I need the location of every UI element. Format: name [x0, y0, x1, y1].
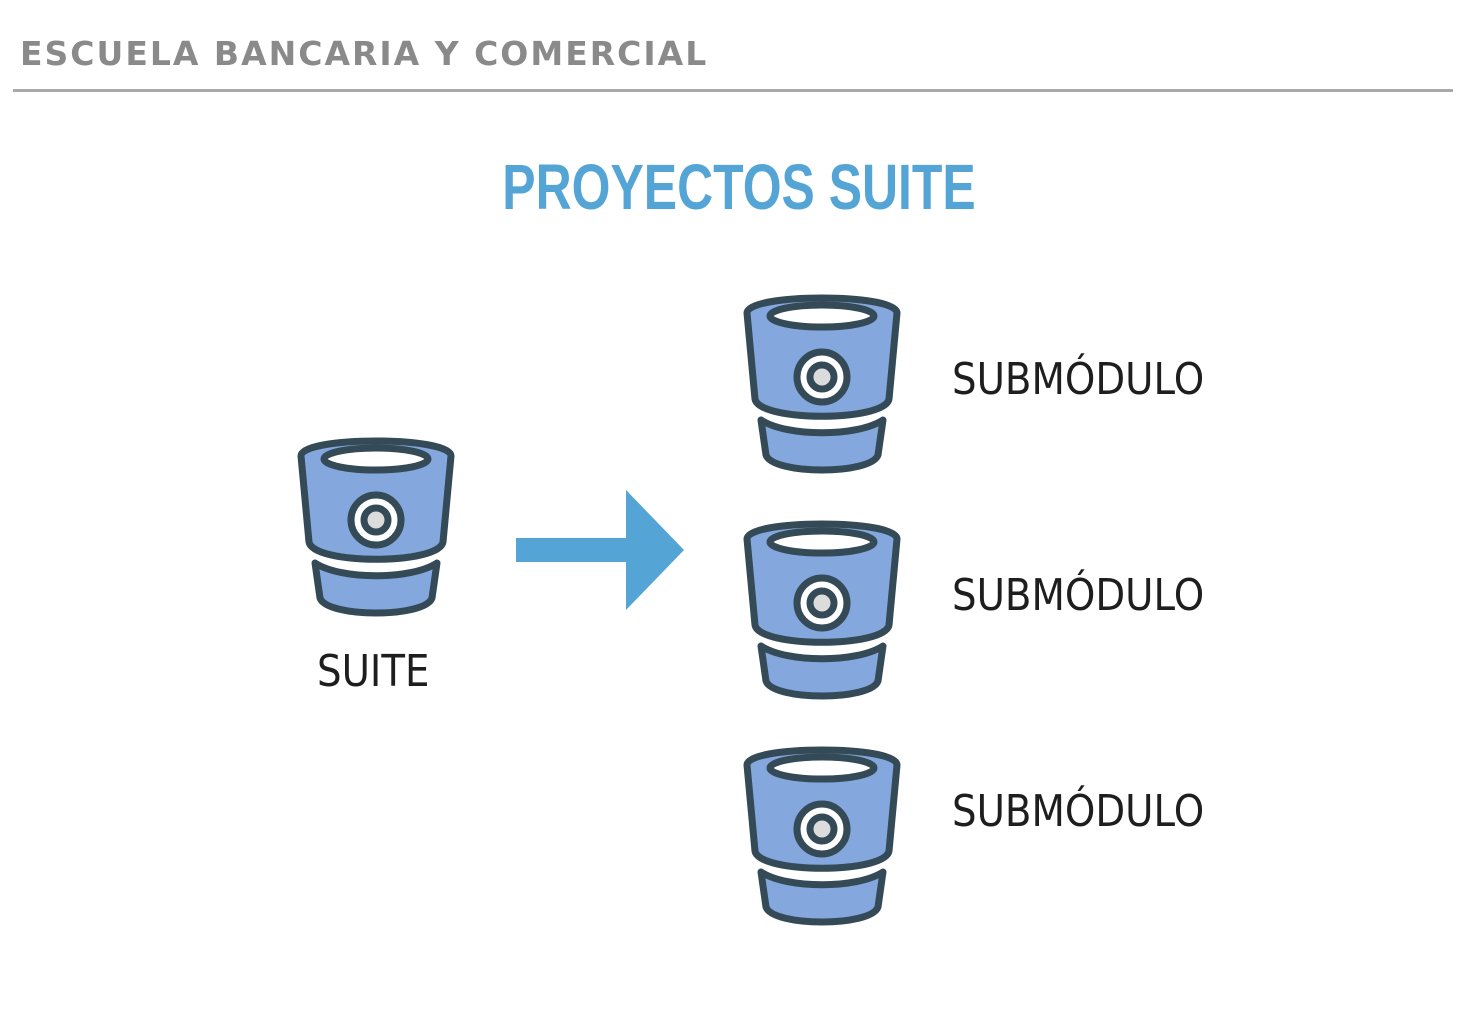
header-divider [13, 89, 1453, 92]
bitbucket-icon [737, 287, 907, 477]
submodule-label-1: SUBMÓDULO [952, 354, 1205, 405]
submodule-label-2: SUBMÓDULO [952, 570, 1205, 621]
bitbucket-icon [737, 739, 907, 929]
diagram-title: PROYECTOS SUITE [502, 151, 976, 223]
arrow-right-icon [516, 490, 684, 610]
submodule-label-3: SUBMÓDULO [952, 786, 1205, 837]
bitbucket-icon [737, 513, 907, 703]
bitbucket-icon [291, 430, 461, 620]
suite-label: SUITE [317, 646, 430, 697]
institution-name: ESCUELA BANCARIA Y COMERCIAL [20, 34, 709, 73]
